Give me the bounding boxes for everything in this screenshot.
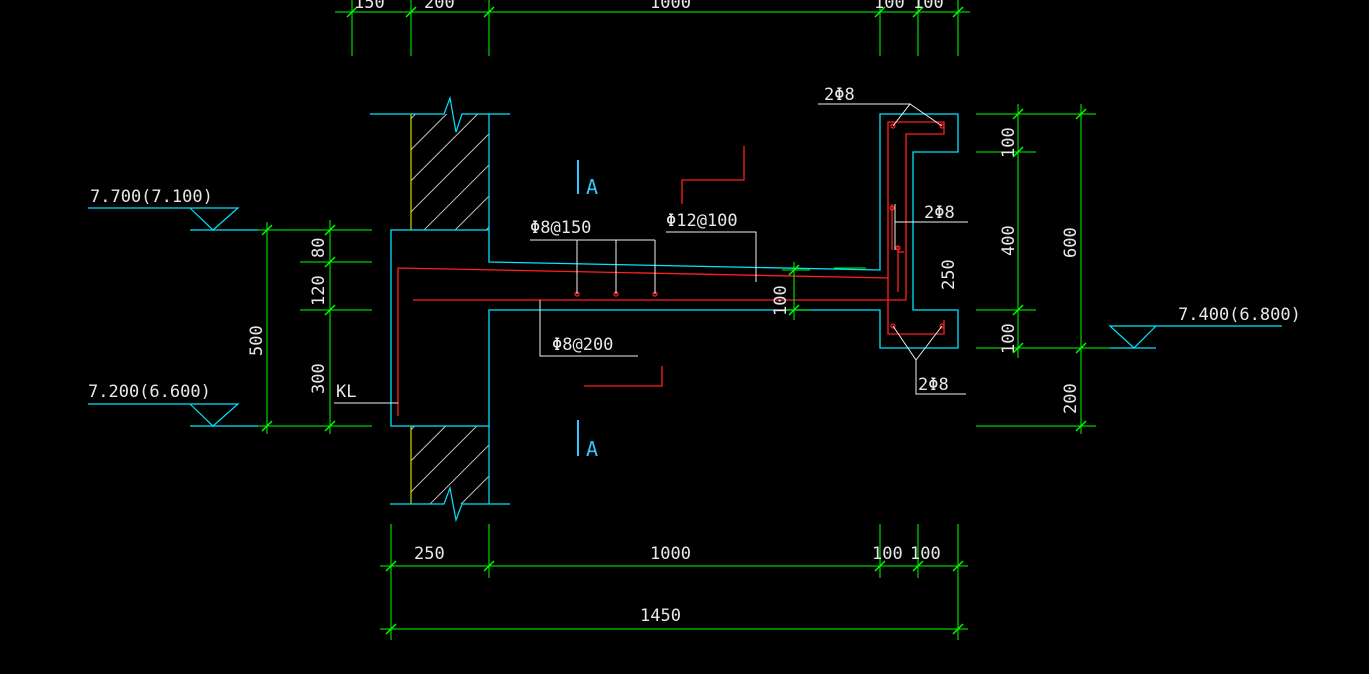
beam-label: KL bbox=[336, 382, 356, 402]
rebar bbox=[397, 121, 945, 416]
wall-lower bbox=[390, 426, 510, 523]
elevation-right: 7.400(6.800) bbox=[1178, 305, 1301, 325]
left-dim-2: 120 bbox=[309, 275, 329, 306]
leaders bbox=[334, 103, 968, 404]
rebar-label-mid: 2Φ8 bbox=[924, 203, 955, 223]
section-mark-bottom: A bbox=[586, 437, 598, 461]
dimension-lines bbox=[190, 0, 1156, 640]
right-dim-1: 100 bbox=[999, 127, 1019, 158]
top-dim-1: 150 bbox=[354, 0, 385, 13]
elevation-top-left: 7.700(7.100) bbox=[90, 187, 213, 207]
right-dim-4: 200 bbox=[1061, 383, 1081, 414]
section-mark-top: A bbox=[586, 175, 598, 199]
left-dim-3: 300 bbox=[309, 363, 329, 394]
top-dim-3: 1000 bbox=[650, 0, 691, 13]
top-dim-4: 100 bbox=[874, 0, 905, 13]
top-dim-2: 200 bbox=[424, 0, 455, 13]
right-dim-total: 600 bbox=[1061, 227, 1081, 258]
bottom-dim-4: 100 bbox=[910, 544, 941, 564]
left-dim-total: 500 bbox=[247, 325, 267, 356]
elevation-bottom-left: 7.200(6.600) bbox=[88, 382, 211, 402]
right-dim-2: 400 bbox=[999, 225, 1019, 256]
left-dim-1: 80 bbox=[309, 238, 329, 258]
bottom-dim-1: 250 bbox=[414, 544, 445, 564]
rebar-label-bottom: 2Φ8 bbox=[918, 375, 949, 395]
bottom-dim-3: 100 bbox=[872, 544, 903, 564]
dimension-ticks bbox=[261, 6, 1087, 635]
slab-thickness: 100 bbox=[771, 285, 791, 316]
elevation-markers bbox=[88, 207, 1282, 427]
concrete-outline bbox=[390, 113, 959, 427]
rebar-label-dist-top: Φ8@150 bbox=[530, 218, 591, 238]
right-dim-3: 100 bbox=[999, 323, 1019, 354]
rebar-label-top: 2Φ8 bbox=[824, 85, 855, 105]
top-dim-5: 100 bbox=[913, 0, 944, 13]
bottom-dim-2: 1000 bbox=[650, 544, 691, 564]
rebar-label-main-top: Φ12@100 bbox=[666, 211, 738, 231]
wall-upper bbox=[370, 95, 510, 230]
bottom-dim-total: 1450 bbox=[640, 606, 681, 626]
rebar-label-dist-bottom: Φ8@200 bbox=[552, 335, 613, 355]
right-dim-inner: 250 bbox=[939, 259, 959, 290]
